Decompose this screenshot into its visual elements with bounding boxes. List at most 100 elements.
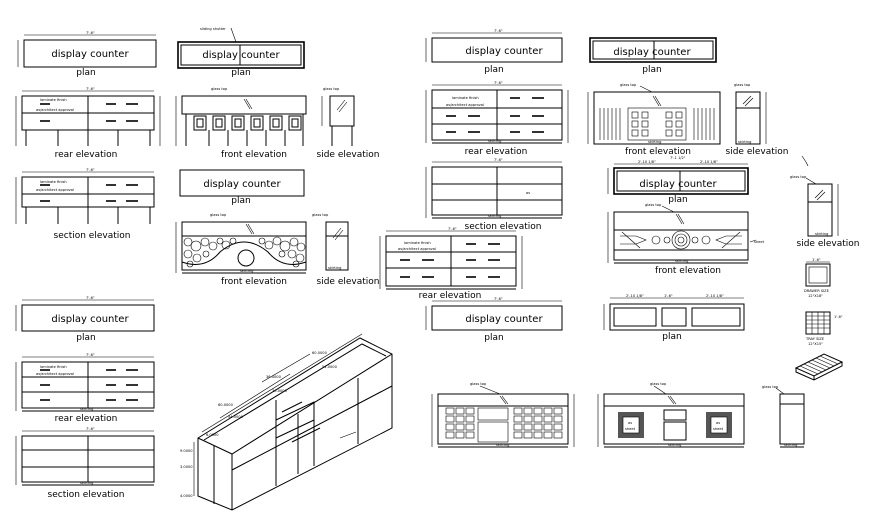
svg-text:skirting: skirting bbox=[488, 214, 501, 218]
svg-text:glass top: glass top bbox=[470, 382, 487, 386]
side-elevation-5: skirting glass top bbox=[762, 385, 805, 448]
plan-3-title: display counter bbox=[202, 50, 280, 61]
svg-text:skirting: skirting bbox=[328, 266, 341, 270]
front-elevation-4: glass top skirting sheet front elevation bbox=[607, 203, 765, 276]
svg-text:as/architect approval: as/architect approval bbox=[398, 247, 436, 251]
plan-2-label: plan bbox=[76, 333, 95, 343]
section-elevation-1: laminate finish as/architect approval 7'… bbox=[15, 168, 155, 241]
svg-text:2'-10 1/8": 2'-10 1/8" bbox=[638, 160, 656, 164]
side-elevation-1-label: side elevation bbox=[317, 150, 380, 160]
section-elevation-2-label: section elevation bbox=[48, 490, 125, 500]
isometric-view: 60.0000 54.0000 54.0000 60.0000 36.0000 … bbox=[180, 333, 393, 511]
svg-text:sliding shutter: sliding shutter bbox=[200, 27, 226, 31]
svg-text:7'-6": 7'-6" bbox=[86, 427, 95, 431]
svg-text:9.0000: 9.0000 bbox=[180, 449, 193, 453]
svg-text:7'-6": 7'-6" bbox=[448, 227, 457, 231]
svg-text:DRAWER SIZE: DRAWER SIZE bbox=[804, 289, 830, 293]
plan-1-title: display counter bbox=[51, 49, 129, 60]
svg-text:glass top: glass top bbox=[650, 382, 667, 386]
section-elevation-1-label: section elevation bbox=[54, 231, 131, 241]
svg-text:1'-6": 1'-6" bbox=[664, 294, 673, 298]
rear-elevation-3-label: rear elevation bbox=[465, 147, 528, 157]
plan-5: 7'-6" display counter plan bbox=[425, 29, 563, 75]
drawer-grid-right bbox=[513, 407, 563, 439]
svg-text:skirting: skirting bbox=[496, 443, 509, 447]
svg-text:7'-6": 7'-6" bbox=[494, 158, 503, 162]
section-elevation-3: as skirting 7'-6" section elevation bbox=[425, 158, 563, 232]
svg-text:as: as bbox=[526, 191, 530, 195]
svg-text:2'-10 1/8": 2'-10 1/8" bbox=[700, 160, 718, 164]
plan-6: 7'-6" display counter plan bbox=[425, 297, 563, 343]
svg-text:as: as bbox=[716, 421, 720, 425]
svg-text:30.0000: 30.0000 bbox=[272, 389, 288, 393]
svg-text:sheet: sheet bbox=[754, 240, 765, 244]
plan-9-label: plan bbox=[662, 332, 681, 342]
side-elevation-4-label: side elevation bbox=[797, 239, 860, 249]
svg-text:glass top: glass top bbox=[323, 87, 340, 91]
svg-text:skirting: skirting bbox=[738, 140, 751, 144]
front-elevation-1-panels bbox=[193, 115, 302, 131]
svg-text:skirting: skirting bbox=[648, 140, 661, 144]
front-elevation-3: glass top bbox=[587, 83, 721, 157]
svg-text:glass top: glass top bbox=[312, 213, 329, 217]
plan-6-title: display counter bbox=[465, 314, 543, 325]
svg-text:sheet: sheet bbox=[625, 427, 636, 431]
svg-text:2'-10 1/8": 2'-10 1/8" bbox=[626, 294, 644, 298]
plan-8: 2'-10 1/8" 2'-10 1/8" 7'-1 1/2" display … bbox=[607, 156, 749, 205]
plan-4: display counter plan bbox=[179, 169, 305, 206]
plan-4-title: display counter bbox=[203, 179, 281, 190]
plan-1: 7'-6" display counter plan bbox=[17, 31, 157, 78]
svg-text:12"X15": 12"X15" bbox=[808, 342, 823, 346]
section-elevation-2: skirting 7'-6" section elevation bbox=[15, 427, 155, 500]
front-elevation-1: glass top front elevation bbox=[175, 87, 307, 160]
front-elevation-5: glass top as sheet as sheet skirting bbox=[597, 382, 745, 448]
front-elevation-1-label: front elevation bbox=[221, 150, 287, 160]
plan-sliding-shutter: sliding shutter display counter plan bbox=[177, 27, 305, 78]
svg-text:laminate finish: laminate finish bbox=[40, 180, 67, 184]
drawer-detail: 1'-6" DRAWER SIZE 12"X18" bbox=[804, 258, 831, 298]
svg-text:TRAY SIZE: TRAY SIZE bbox=[805, 337, 825, 341]
side-elevation-4: skirting glass top side elevation bbox=[790, 175, 859, 249]
svg-text:laminate finish: laminate finish bbox=[40, 365, 67, 369]
plan-1-label: plan bbox=[76, 68, 95, 78]
svg-text:skirting: skirting bbox=[80, 407, 93, 411]
rear-elevation-2-label: rear elevation bbox=[55, 414, 118, 424]
side-elevation-2: skirting glass top side elevation bbox=[312, 213, 379, 287]
plan-7-title: display counter bbox=[613, 47, 691, 58]
svg-text:6.0000: 6.0000 bbox=[206, 433, 219, 437]
plan-8-label: plan bbox=[668, 195, 687, 205]
rear-elevation-2: laminate finish as/architect approval sk… bbox=[15, 353, 155, 424]
rear-elevation-1: laminate finish as/architect approval 7'… bbox=[15, 87, 161, 160]
svg-text:glass top: glass top bbox=[211, 87, 228, 91]
front-elevation-2: glass top skir bbox=[175, 213, 307, 287]
svg-text:glass top: glass top bbox=[645, 203, 662, 207]
sheet-band-pattern bbox=[620, 230, 742, 250]
plan-6-label: plan bbox=[484, 333, 503, 343]
plan-4-label: plan bbox=[231, 196, 250, 206]
svg-text:7'-6": 7'-6" bbox=[86, 87, 95, 91]
plan-7-label: plan bbox=[642, 65, 661, 75]
plan-2: 7'-6" display counter plan bbox=[15, 296, 155, 343]
front-elevation-2-label: front elevation bbox=[221, 277, 287, 287]
svg-text:54.0000: 54.0000 bbox=[228, 415, 244, 419]
svg-text:skirting: skirting bbox=[668, 443, 681, 447]
front-elevation-4-label: front elevation bbox=[655, 266, 721, 276]
svg-text:2'-10 1/8": 2'-10 1/8" bbox=[706, 294, 724, 298]
svg-text:60.0000: 60.0000 bbox=[218, 403, 234, 407]
svg-text:36.0000: 36.0000 bbox=[266, 375, 282, 379]
side-elevation-1: glass top side elevation bbox=[317, 87, 380, 160]
svg-text:12"X18": 12"X18" bbox=[808, 294, 823, 298]
plan-2-title: display counter bbox=[51, 314, 129, 325]
svg-text:54.0000: 54.0000 bbox=[322, 365, 338, 369]
svg-text:skirting: skirting bbox=[675, 259, 688, 263]
svg-text:glass top: glass top bbox=[734, 83, 751, 87]
svg-text:7'-6": 7'-6" bbox=[86, 168, 95, 172]
svg-text:as/architect approval: as/architect approval bbox=[446, 103, 484, 107]
svg-text:60.0000: 60.0000 bbox=[312, 351, 328, 355]
plan-5-label: plan bbox=[484, 65, 503, 75]
drawer-grid-left bbox=[445, 407, 475, 439]
rear-elevation-4: laminate finish as/architect approval 7'… bbox=[379, 227, 523, 301]
svg-text:laminate finish: laminate finish bbox=[40, 98, 67, 102]
